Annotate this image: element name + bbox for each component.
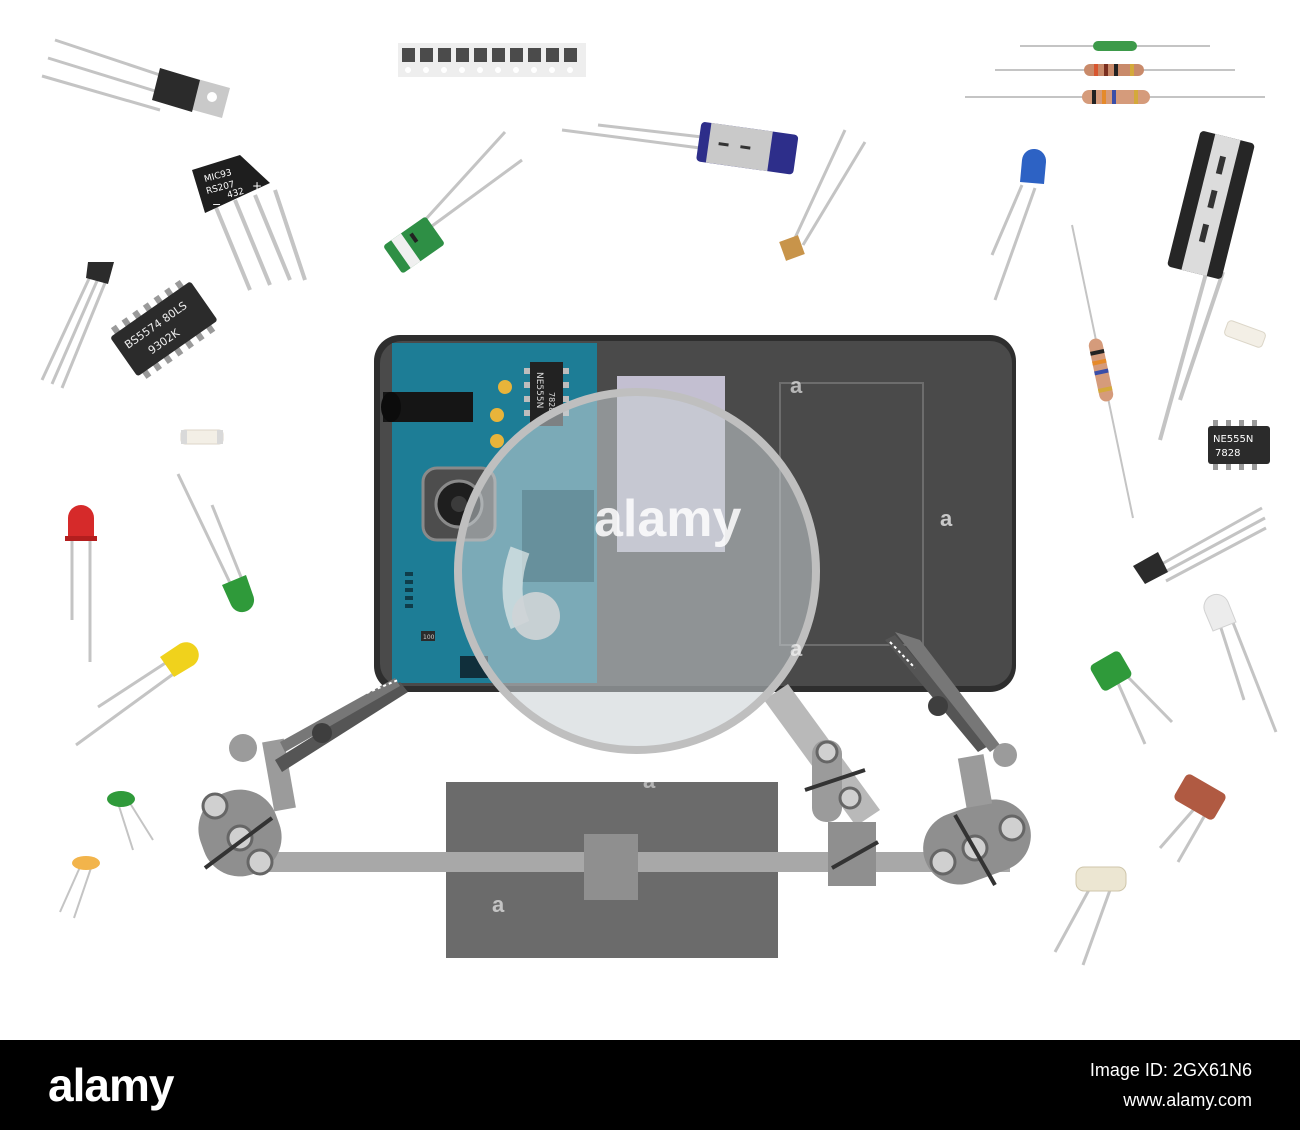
tan-ceramic-capacitor — [779, 129, 867, 261]
bridge-minus: − — [212, 198, 221, 211]
large-capacitor — [1158, 131, 1255, 441]
green-film-capacitor — [1090, 651, 1174, 745]
bridge-label-3: 432 — [226, 187, 245, 201]
small-watermark-1: a — [790, 373, 803, 398]
stock-footer: alamy Image ID: 2GX61N6 www.alamy.com — [0, 1040, 1300, 1130]
board-small-label: 100 — [423, 634, 435, 641]
ne555-chip-right: NE555N 7828 — [1208, 420, 1270, 470]
ceramic-capacitor-green-small — [107, 791, 154, 851]
vertical-resistor — [1071, 224, 1134, 519]
board-ic-label: NE555N — [534, 372, 544, 408]
crystal-oscillator — [1053, 866, 1127, 966]
illustration-scene: MIC93 RS207 432 − + BS5574 80LS 9302K — [40, 38, 1278, 966]
green-led — [176, 473, 255, 613]
green-capacitor — [384, 130, 523, 273]
to92-transistor-right — [1133, 506, 1267, 584]
red-led — [65, 505, 97, 662]
center-watermark: alamy — [594, 490, 742, 548]
helping-hands-base — [230, 782, 1010, 958]
blue-capacitor — [561, 122, 799, 175]
small-watermark-5: a — [643, 768, 656, 793]
blue-led — [990, 148, 1047, 301]
yellow-led — [75, 642, 199, 747]
brand-logo: alamy — [48, 1059, 174, 1111]
board-ic-label-2: 7828 — [547, 392, 556, 412]
bridge-rectifier: MIC93 RS207 432 − + — [192, 155, 307, 291]
glass-fuse-left — [180, 429, 224, 445]
small-watermark-4: a — [492, 892, 505, 917]
to92-transistor-left — [40, 262, 114, 389]
magnifying-glass — [454, 388, 880, 826]
dip-ic-left: BS5574 80LS 9302K — [110, 279, 217, 379]
ceramic-capacitor-orange-small — [59, 856, 100, 919]
image-id: Image ID: 2GX61N6 — [1089, 1060, 1252, 1080]
glass-fuse-right — [1224, 320, 1266, 348]
ne555-right-label-2: 7828 — [1215, 448, 1240, 459]
ne555-right-label-1: NE555N — [1213, 434, 1253, 445]
axial-resistors — [965, 41, 1265, 104]
helping-hands-right-arm — [804, 632, 1031, 886]
small-watermark-2: a — [940, 506, 953, 531]
helping-hands-left-arm — [198, 678, 408, 877]
smd-resistor-strip — [398, 43, 586, 77]
small-watermark-3: a — [790, 636, 803, 661]
white-led — [1203, 593, 1278, 733]
footer-url[interactable]: www.alamy.com — [1123, 1090, 1252, 1110]
to220-transistor — [41, 38, 230, 118]
bridge-plus: + — [252, 179, 262, 193]
brown-film-capacitor — [1158, 774, 1226, 863]
